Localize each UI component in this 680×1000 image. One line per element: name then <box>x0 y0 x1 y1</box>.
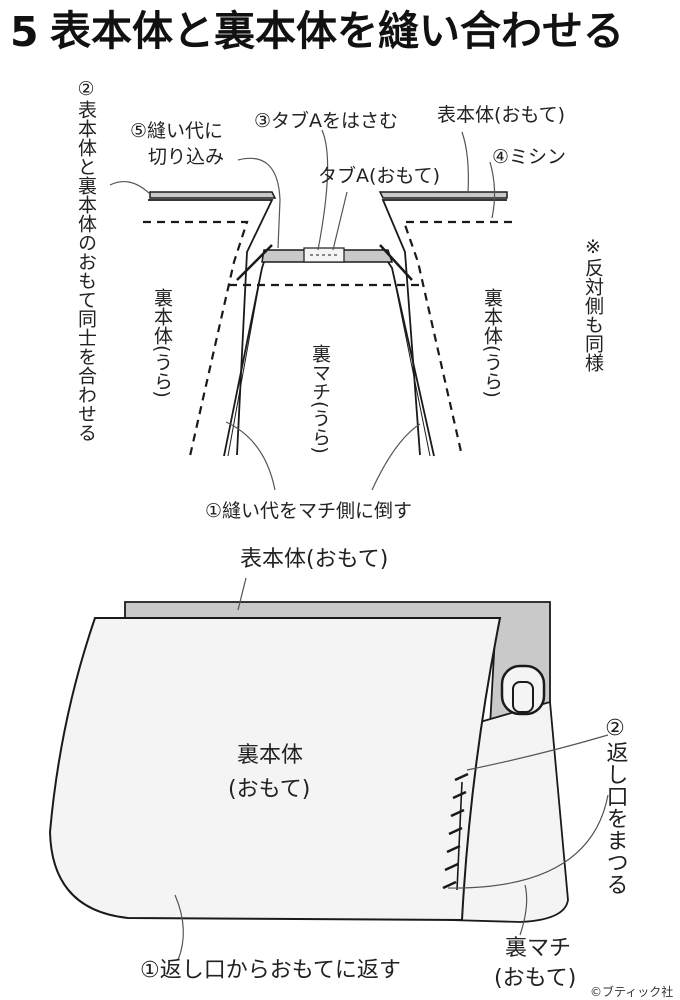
callout-seam-allowance: ①縫い代をマチ側に倒す <box>205 500 412 522</box>
callout-notch-1: ⑤縫い代に <box>130 120 223 142</box>
lining-body-panel <box>48 617 502 922</box>
front-body-right-strip <box>378 191 508 199</box>
notch-left <box>236 244 273 281</box>
gusset-right-edge <box>387 261 435 457</box>
gusset-inside-label: 裏マチ(うら) <box>309 344 331 454</box>
front-body-left-strip <box>149 191 277 199</box>
tab-a-label: タブA(おもて) <box>318 164 440 187</box>
copyright: ©ブティック社 <box>590 984 673 999</box>
callout-machine: ④ミシン <box>492 146 566 168</box>
callout-tab: ③タブAをはさむ <box>254 109 398 132</box>
gusset-left-inner <box>227 267 263 457</box>
lining-left-label: 裏本体(うら) <box>151 288 173 398</box>
gusset-right-inner <box>391 267 431 457</box>
front-body-bottom-label: 表本体(おもて) <box>240 547 388 572</box>
gusset-label-1: 裏マチ <box>505 936 571 961</box>
callout-return-opening: ②返し口をまつる <box>603 716 629 895</box>
seam-right <box>402 220 512 457</box>
lining-label-2: (おもて) <box>228 777 310 802</box>
note-same-vertical: ※反対側も同様 <box>582 236 604 372</box>
step-number: 5 <box>10 8 39 56</box>
step-title: 表本体と裏本体を縫い合わせる <box>50 7 624 55</box>
front-body-top-label: 表本体(おもて) <box>437 104 565 126</box>
lining-left-edge <box>148 199 274 456</box>
callout-turn-out: ①返し口からおもてに返す <box>140 958 401 983</box>
notch-right <box>379 244 413 281</box>
seam-left <box>143 220 249 457</box>
bottom-figure: 表本体(おもて) 裏本体 (おもて) ②返し口をまつる ①返し口からおもてに返す… <box>48 547 673 999</box>
lining-right-label: 裏本体(うら) <box>481 288 503 398</box>
slip-stitches <box>442 772 469 891</box>
top-figure: ⑤縫い代に 切り込み ③タブAをはさむ 表本体(おもて) タブA(おもて) ④ミ… <box>75 78 604 522</box>
callout-notch-2: 切り込み <box>148 146 224 168</box>
side-note-vertical: ②表本体と裏本体のおもて同士を合わせる <box>75 78 97 442</box>
lining-label-1: 裏本体 <box>237 743 303 768</box>
gusset-label-2: (おもて) <box>494 966 576 991</box>
lining-right-edge <box>381 199 507 456</box>
